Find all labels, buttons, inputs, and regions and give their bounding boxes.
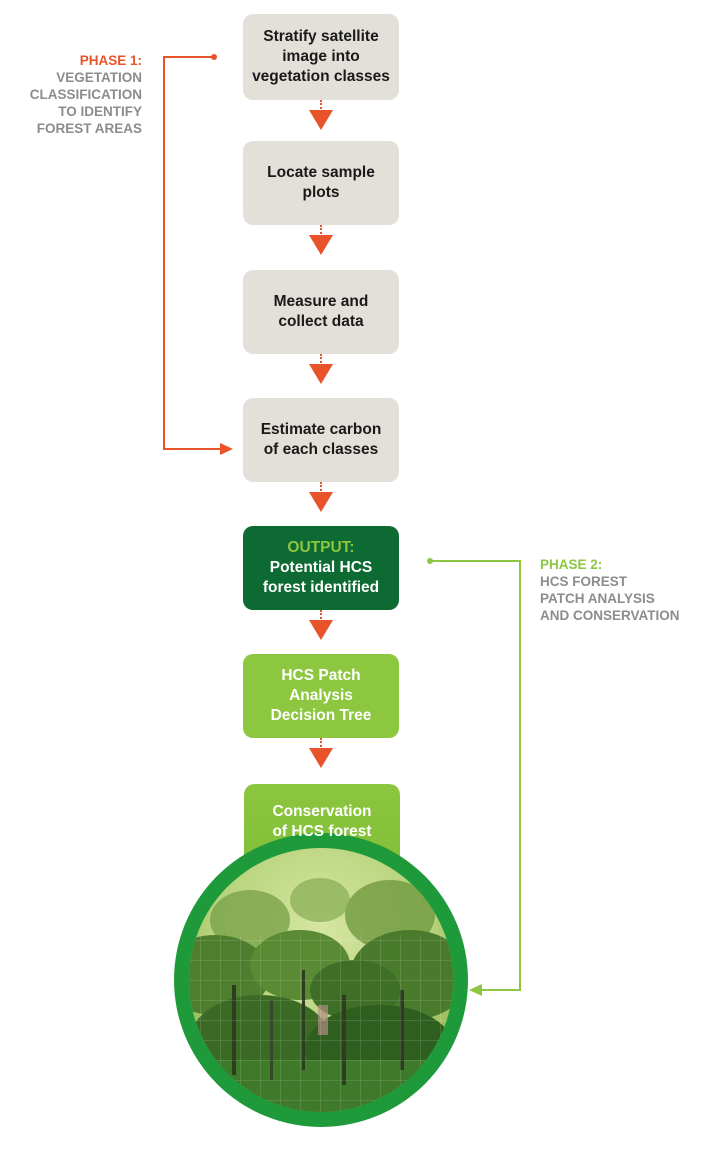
forest-circle [174,833,468,1127]
connector-2 [320,225,322,237]
phase-1-bracket [163,54,233,455]
flow-arrow-6 [309,748,333,768]
step-estimate-carbon: Estimate carbon of each classes [243,398,399,482]
step-locate-plots: Locate sample plots [243,141,399,225]
connector-6 [320,738,322,750]
step-7-text: Conservation of HCS forest [272,803,372,840]
connector-3 [320,354,322,366]
flow-arrow-4 [309,492,333,512]
phase-2-arrowhead [469,984,482,996]
flow-arrow-1 [309,110,333,130]
phase-2-bracket [427,558,521,996]
flow-arrow-3 [309,364,333,384]
phase-2-title: PHASE 2: [540,557,603,572]
output-box: OUTPUT: Potential HCS forest identified [243,526,399,610]
output-text: Potential HCS forest identified [262,559,380,596]
step-4-text: Estimate carbon of each classes [260,421,382,458]
phase-2-description: HCS FOREST PATCH ANALYSIS AND CONSERVATI… [540,574,680,623]
connector-4 [320,482,322,494]
phase-1-arrowhead [220,443,233,455]
phase-1-description: VEGETATION CLASSIFICATION TO IDENTIFY FO… [29,70,142,136]
connector-5 [320,610,322,622]
step-1-text: Stratify satellite image into vegetation… [252,28,390,85]
step-conservation: Conservation of HCS forest [244,790,400,870]
phase-1-title: PHASE 1: [79,53,142,68]
flow-arrow-2 [309,235,333,255]
step-6-text: HCS Patch Analysis Decision Tree [270,667,372,724]
output-label: OUTPUT: [287,539,355,556]
flow-arrow-5 [309,620,333,640]
step-3-text: Measure and collect data [273,293,369,330]
step-measure-data: Measure and collect data [243,270,399,354]
step-stratify-image: Stratify satellite image into vegetation… [243,14,399,100]
step-decision-tree: HCS Patch Analysis Decision Tree [243,654,399,738]
phase-1-annotation: PHASE 1: VEGETATION CLASSIFICATION TO ID… [30,52,142,137]
step-2-text: Locate sample plots [267,164,375,201]
phase-2-annotation: PHASE 2: HCS FOREST PATCH ANALYSIS AND C… [540,556,680,624]
connector-1 [320,100,322,112]
